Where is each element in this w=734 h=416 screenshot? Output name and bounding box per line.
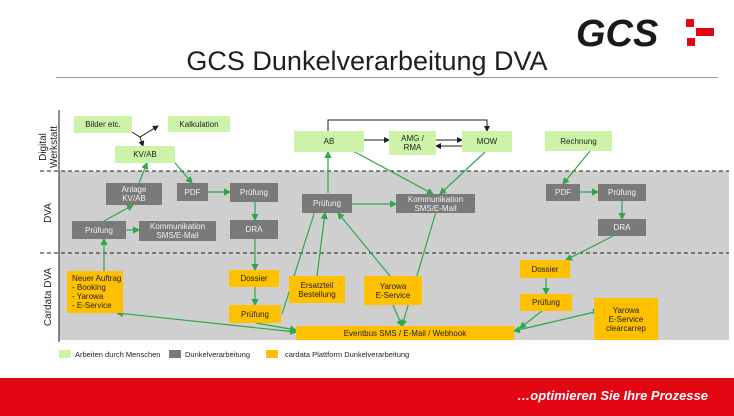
title-divider bbox=[56, 77, 718, 78]
box-pruefung-right: Prüfung bbox=[598, 184, 646, 201]
box-pruefung-top-left: Prüfung bbox=[230, 183, 278, 202]
slide-title: GCS Dunkelverarbeitung DVA bbox=[186, 46, 548, 76]
box-dossier-left: Dossier bbox=[229, 270, 279, 287]
lane-label-werkstatt-line1: Digital bbox=[38, 133, 49, 161]
box-anlage-kvab: Anlage KV/AB bbox=[106, 183, 162, 205]
legend-label-human: Arbeiten durch Menschen bbox=[75, 350, 161, 359]
logo-bar-red bbox=[696, 28, 714, 36]
arrow-to-kvab bbox=[138, 136, 145, 147]
box-kvab: KV/AB bbox=[115, 146, 175, 163]
legend-swatch-dark bbox=[169, 350, 181, 358]
lane-label-dva: DVA bbox=[43, 203, 54, 223]
legend-swatch-cardata bbox=[266, 350, 278, 358]
logo-square-red bbox=[686, 19, 694, 27]
box-pdf-right: PDF bbox=[546, 184, 580, 201]
box-amg-rma: AMG / RMA bbox=[389, 131, 436, 155]
box-kommunikation-mid: Kommunikation SMS/E-Mail bbox=[396, 194, 475, 213]
footer-bar bbox=[0, 378, 734, 416]
box-kalkulation: Kalkulation bbox=[168, 116, 230, 132]
box-ersatzteil-bestellung: Ersatzteil Bestellung bbox=[289, 276, 345, 303]
box-yarowa-clearcarrep: Yarowa E-Service clearcarrep bbox=[594, 298, 658, 340]
box-dra-left: DRA bbox=[230, 220, 278, 239]
box-dra-right: DRA bbox=[598, 219, 646, 236]
logo-text: GCS bbox=[576, 13, 658, 52]
logo-square-red-2 bbox=[687, 38, 695, 46]
legend-swatch-human bbox=[59, 350, 71, 358]
legend-label-dark: Dunkelverarbeitung bbox=[185, 350, 251, 359]
box-pruefung-cardata-right: Prüfung bbox=[520, 294, 572, 311]
box-rechnung: Rechnung bbox=[545, 131, 612, 151]
box-bilder: Bilder etc. bbox=[74, 116, 132, 133]
gcs-logo: GCS bbox=[576, 13, 714, 52]
box-pdf-left: PDF bbox=[177, 183, 208, 201]
box-neuer-auftrag: Neuer Auftrag - Booking - Yarowa - E-Ser… bbox=[67, 271, 123, 313]
box-yarowa-eservice: Yarowa E-Service bbox=[364, 276, 422, 305]
legend-label-cardata: cardata Plattform Dunkelverarbeitung bbox=[285, 350, 410, 359]
box-ab: AB bbox=[294, 131, 364, 152]
box-eventbus: Eventbus SMS / E-Mail / Webhook bbox=[296, 326, 514, 340]
lane-label-cardata: Cardata DVA bbox=[43, 267, 54, 327]
lane-label-werkstatt-line2: Werkstatt bbox=[49, 125, 60, 169]
box-pruefung-left: Prüfung bbox=[72, 221, 126, 239]
box-pruefung-mid: Prüfung bbox=[302, 194, 352, 213]
box-mow: MOW bbox=[462, 131, 512, 152]
box-dossier-right: Dossier bbox=[520, 260, 570, 278]
box-pruefung-cardata-left: Prüfung bbox=[229, 305, 281, 323]
footer-slogan: …optimieren Sie Ihre Prozesse bbox=[517, 388, 708, 403]
lane-label-werkstatt: Digital Werkstatt bbox=[38, 117, 60, 177]
box-kommunikation-left: Kommunikation SMS/E-Mail bbox=[139, 221, 216, 241]
arrow-ab-mow bbox=[327, 119, 490, 132]
